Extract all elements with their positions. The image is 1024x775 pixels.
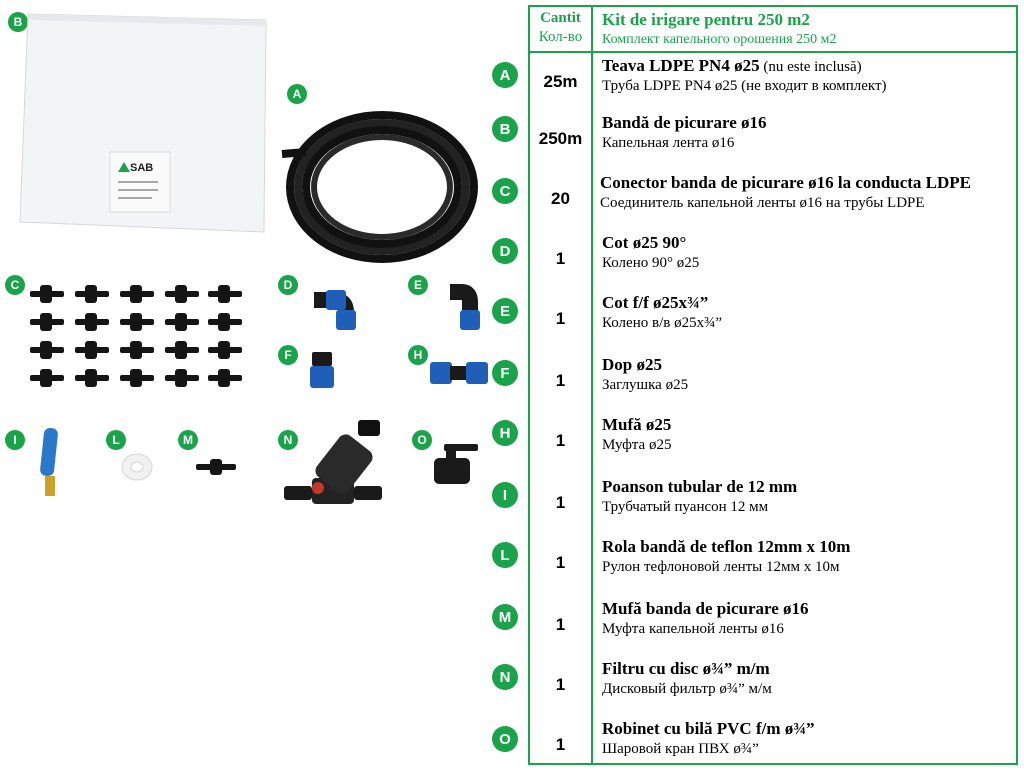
label-h: H [408,345,428,365]
row-qty: 250m [538,129,583,148]
header-quantity: Cantit Кол-во [530,9,591,47]
row-qty: 1 [555,493,566,512]
table-row: 25m Teava LDPE PN4 ø25 (nu este inclusă)… [530,52,1016,112]
table-row: 20 Conector banda de picurare ø16 la con… [530,169,1016,229]
table-row: 1 Mufă ø25 Муфта ø25 [530,411,1016,471]
header-quantity-ru: Кол-во [538,29,583,45]
drip-tape-box: SAB [18,12,268,234]
row-name-text: Teava LDPE PN4 ø25 [602,56,760,75]
table-row: 1 Rola bandă de teflon 12mm x 10m Рулон … [530,533,1016,593]
row-name-ru: Муфта ø25 [602,437,672,453]
teflon-roll [120,452,154,487]
table-row: 1 Robinet cu bilă PVC f/m ø¾” Шаровой кр… [530,715,1016,775]
row-name-ro: Filtru cu disc ø¾” m/m [602,659,770,678]
row-letter-l: L [492,542,518,568]
header-divider [530,51,1016,53]
row-qty: 1 [555,371,566,390]
row-qty: 1 [555,675,566,694]
elbow-ff [440,280,485,340]
tubular-punch [36,427,66,508]
row-name-ro: Rola bandă de teflon 12mm x 10m [602,537,851,556]
row-name-ro: Cot ø25 90° [602,233,687,252]
elbow-90 [304,280,364,340]
label-n: N [278,430,298,450]
label-m: M [178,430,198,450]
row-name-ru: Дисковый фильтр ø¾” м/м [602,681,772,697]
label-c: C [5,275,25,295]
table-row: 1 Filtru cu disc ø¾” m/m Дисковый фильтр… [530,655,1016,715]
row-name-ru: Рулон тефлоновой ленты 12мм x 10м [602,559,840,575]
row-qty: 1 [555,309,566,328]
row-name-ru: Заглушка ø25 [602,377,689,393]
tape-coupling [196,458,236,481]
row-name-ro: Poanson tubular de 12 mm [602,477,798,496]
row-letter-m: M [492,604,518,630]
row-qty: 1 [555,615,566,634]
row-letter-a: A [492,62,518,88]
row-letter-n: N [492,664,518,690]
row-name-ro: Cot f/f ø25x¾” [602,293,709,312]
row-name-note: (nu este inclusă) [759,59,862,75]
row-letter-b: B [492,116,518,142]
row-name-ro: Conector banda de picurare ø16 la conduc… [600,173,972,192]
row-qty: 1 [555,553,566,572]
row-name-ro: Mufă banda de picurare ø16 [602,599,809,618]
label-b: B [8,12,28,32]
end-cap [308,350,338,395]
row-name-ru: Колено в/в ø25x¾” [602,315,722,331]
header-title-ro: Kit de irigare pentru 250 m2 [602,10,810,29]
row-name-ro: Dop ø25 [602,355,662,374]
row-name-ro: Robinet cu bilă PVC f/m ø¾” [602,719,815,738]
table-row: 1 Mufă banda de picurare ø16 Муфта капел… [530,595,1016,655]
row-letter-o: O [492,726,518,752]
label-a: A [287,84,307,104]
label-d: D [278,275,298,295]
table-row: 1 Cot ø25 90° Колено 90° ø25 [530,229,1016,289]
connector-grid [30,285,245,395]
kit-table: Cantit Кол-во Kit de irigare pentru 250 … [528,5,1018,765]
row-name-ro: Bandă de picurare ø16 [602,113,767,132]
row-name-ru: Трубчатый пуансон 12 мм [602,499,769,515]
row-letter-i: I [492,482,518,508]
row-letter-e: E [492,298,518,324]
table-row: 1 Dop ø25 Заглушка ø25 [530,351,1016,411]
table-row: 250m Bandă de picurare ø16 Капельная лен… [530,109,1016,169]
row-name-ru: Шаровой кран ПВХ ø¾” [602,741,759,757]
row-name-ru: Капельная лента ø16 [602,135,735,151]
row-name-ru: Соединитель капельной ленты ø16 на трубы… [600,195,925,211]
row-letter-h: H [492,420,518,446]
row-name-ro: Teava LDPE PN4 ø25 (nu este inclusă) [602,56,862,76]
row-qty: 1 [555,249,566,268]
ball-valve [434,442,484,492]
ldpe-pipe-coil [272,92,482,277]
column-divider [591,7,593,763]
header-quantity-ro: Cantit [540,10,581,26]
row-qty: 20 [551,189,570,208]
table-row: 1 Cot f/f ø25x¾” Колено в/в ø25x¾” [530,289,1016,349]
coupling [430,358,490,393]
row-qty: 25m [543,72,578,91]
label-f: F [278,345,298,365]
label-l: L [106,430,126,450]
label-e: E [408,275,428,295]
table-row: 1 Poanson tubular de 12 mm Трубчатый пуа… [530,473,1016,533]
row-name-ru: Колено 90° ø25 [602,255,700,271]
box-brand: SAB [130,162,154,174]
row-name-ro: Mufă ø25 [602,415,672,434]
row-qty: 1 [555,431,566,450]
header-title-ru: Комплект капельного орошения 250 м2 [602,32,837,47]
row-letter-c: C [492,178,518,204]
header-title: Kit de irigare pentru 250 m2 Комплект ка… [602,9,837,49]
row-name-ru: Труба LDPE PN4 ø25 (не входит в комплект… [602,78,887,94]
row-name-ru: Муфта капельной ленты ø16 [602,621,784,637]
label-o: O [412,430,432,450]
row-letter-d: D [492,238,518,264]
row-qty: 1 [555,735,566,754]
row-letter-f: F [492,360,518,386]
label-i: I [5,430,25,450]
disc-filter [284,418,394,518]
